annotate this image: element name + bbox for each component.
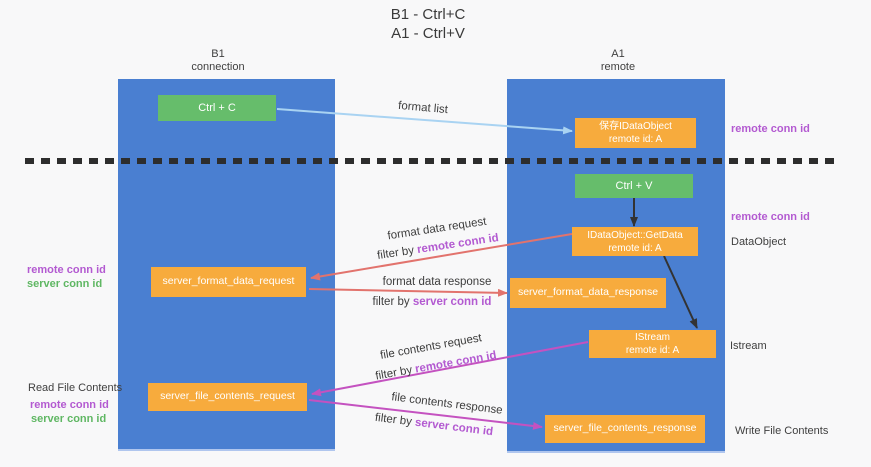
format-list-label: format list — [397, 99, 449, 117]
server-conn-id-inline: server conn id — [412, 296, 492, 308]
remote-conn-id-label-mid-right: remote conn id — [731, 211, 810, 223]
getdata-line2: remote id: A — [608, 242, 662, 254]
ctrl-c-label: Ctrl + C — [198, 101, 236, 114]
save-idataobject-line2: remote id: A — [608, 134, 663, 145]
title-line-1: B1 - Ctrl+C — [390, 6, 466, 23]
filter-by-text: filter by — [374, 363, 417, 383]
lane-a1-name: A1 — [611, 48, 625, 60]
server-file-contents-request-label: server_file_contents_request — [160, 390, 295, 403]
file-contents-response-label: file contents response — [390, 391, 504, 417]
server-conn-id-label-mid-left: server conn id — [27, 278, 103, 290]
remote-conn-id-label-top-right: remote conn id — [731, 123, 810, 135]
read-file-contents-label: Read File Contents — [28, 382, 123, 394]
ctrl-v-box: Ctrl + V — [575, 174, 693, 198]
filter-by-text: filter by — [372, 296, 413, 308]
lane-header-b1: B1 connection — [158, 48, 278, 74]
lane-header-a1: A1 remote — [558, 48, 678, 74]
dataobject-label: DataObject — [731, 236, 787, 248]
remote-conn-id-label-bottom-left: remote conn id — [30, 399, 109, 411]
server-conn-id-label-bottom-left: server conn id — [31, 413, 107, 425]
server-file-contents-response-label: server_file_contents_response — [553, 422, 697, 435]
filter-by-server-conn-id-label-1: filter by server conn id — [373, 296, 492, 308]
lane-b1-subtitle: connection — [191, 61, 245, 73]
ctrl-c-box: Ctrl + C — [158, 95, 276, 121]
dashed-divider-line — [25, 158, 835, 164]
save-idataobject-line1: 保存IDataObject — [599, 121, 672, 132]
server-file-contents-request-box: server_file_contents_request — [148, 383, 307, 411]
getdata-line1: IDataObject::GetData — [587, 229, 683, 241]
arrow-format-data-response — [308, 288, 508, 297]
filter-by-text: filter by — [376, 244, 419, 263]
lane-b1-name: B1 — [211, 48, 225, 60]
istream-side-label: Istream — [730, 340, 767, 352]
format-data-response-label: format data response — [382, 276, 492, 288]
server-format-data-response-label: server_format_data_response — [517, 286, 659, 299]
title-line-2: A1 - Ctrl+V — [391, 25, 465, 42]
filter-by-server-conn-id-label-2: filter by server conn id — [374, 412, 493, 438]
lane-a1-subtitle: remote — [600, 61, 636, 73]
server-conn-id-inline: server conn id — [414, 416, 494, 439]
server-format-data-request-box: server_format_data_request — [151, 267, 306, 297]
server-format-data-request-label: server_format_data_request — [162, 275, 295, 288]
istream-line2: remote id: A — [625, 345, 680, 356]
remote-conn-id-label-mid-left: remote conn id — [27, 264, 106, 276]
server-file-contents-response-box: server_file_contents_response — [545, 415, 705, 443]
save-idataobject-box: 保存IDataObject remote id: A — [575, 118, 696, 148]
diagram-title: B1 - Ctrl+C A1 - Ctrl+V — [328, 5, 528, 43]
server-format-data-response-box: server_format_data_response — [510, 278, 666, 308]
idataobject-getdata-box: IDataObject::GetData remote id: A — [572, 227, 698, 256]
write-file-contents-label: Write File Contents — [735, 425, 829, 437]
filter-by-text: filter by — [374, 411, 416, 429]
istream-box: IStream remote id: A — [589, 330, 716, 358]
istream-line1: IStream — [634, 332, 670, 343]
ctrl-v-label: Ctrl + V — [615, 179, 653, 192]
